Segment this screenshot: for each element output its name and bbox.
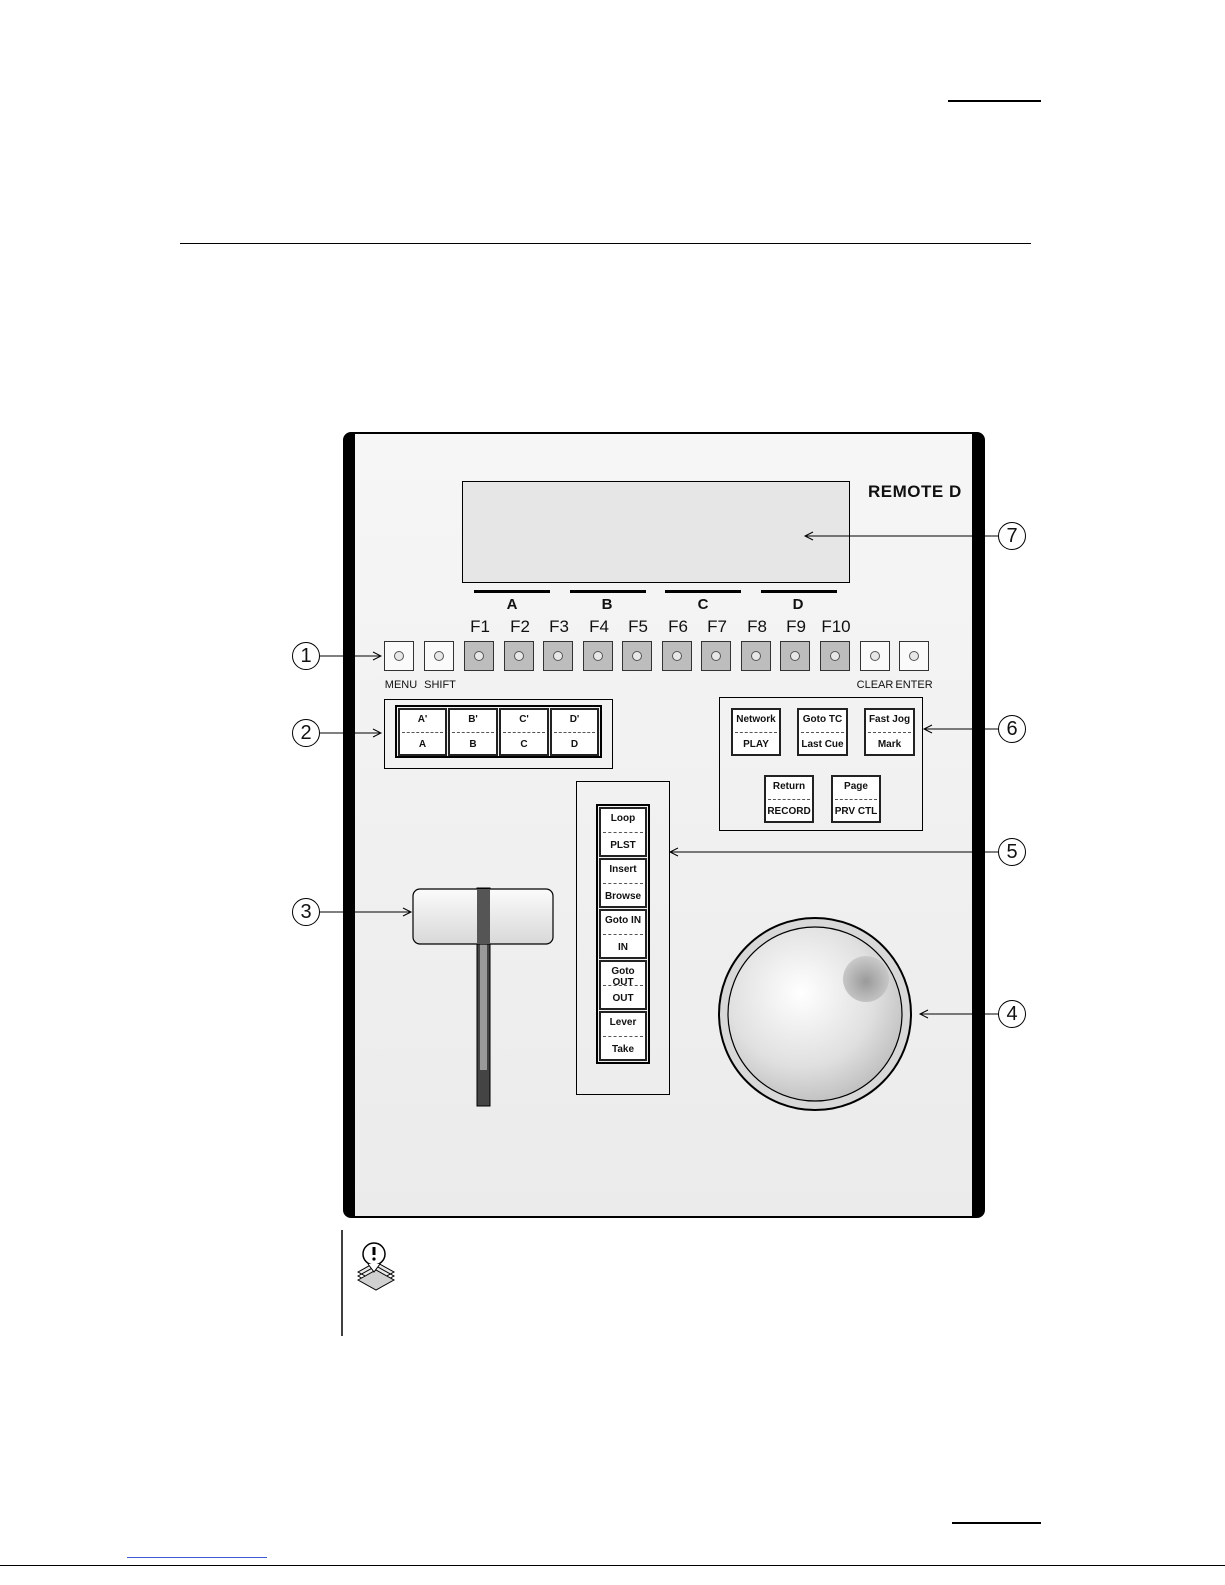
jog-dial[interactable] (719, 918, 911, 1110)
callout-6: 6 (998, 715, 1026, 743)
callout-arrows (320, 532, 998, 1018)
callout-7: 7 (998, 522, 1026, 550)
callout-4: 4 (998, 1000, 1026, 1028)
tbar-lever[interactable] (413, 888, 553, 1106)
warning-note-icon (358, 1243, 394, 1290)
callout-2: 2 (292, 719, 320, 747)
callout-3: 3 (292, 898, 320, 926)
callout-5: 5 (998, 838, 1026, 866)
callout-1: 1 (292, 642, 320, 670)
